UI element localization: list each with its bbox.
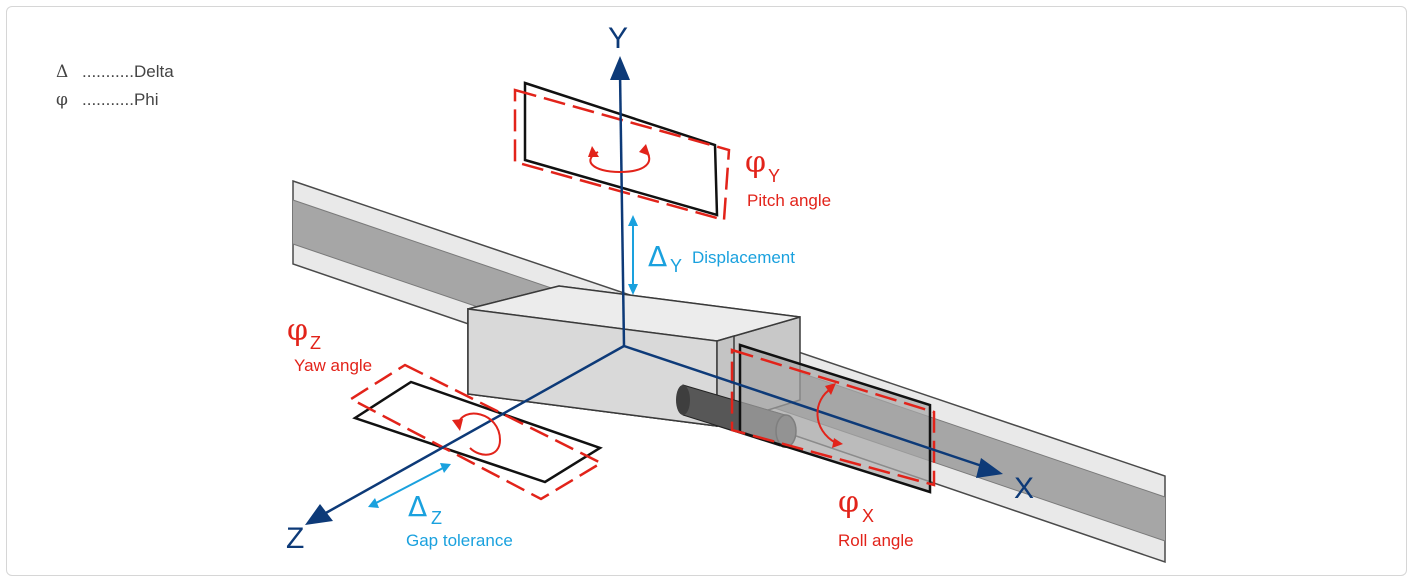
legend-symbol: Δ (56, 62, 69, 82)
roll-subscript: X (862, 506, 874, 526)
gap-symbol: Δ (408, 490, 427, 523)
pitch-label: Pitch angle (747, 191, 831, 210)
legend-name: Phi (133, 90, 159, 109)
displacement-symbol: Δ (648, 240, 667, 273)
roll-label: Roll angle (838, 531, 914, 550)
legend-dots: ........... (82, 90, 134, 109)
roll-rotation-arrow-icon (816, 383, 843, 448)
yaw-plane (348, 363, 604, 501)
z-axis-label: Z (286, 522, 304, 555)
legend-symbol: φ (56, 90, 68, 110)
legend-dots: ........... (82, 62, 134, 81)
gap-z-arrow-icon (368, 463, 451, 508)
x-axis-arrow-icon (976, 458, 1003, 478)
yaw-label: Yaw angle (294, 356, 372, 375)
displacement-y-arrow-icon (628, 215, 638, 295)
y-axis-label: Y (608, 22, 628, 55)
legend: Δ...........Delta φ...........Phi (56, 58, 174, 114)
gap-subscript: Z (431, 508, 442, 528)
diagram-frame (6, 6, 1407, 576)
pitch-rotation-arrow-icon (588, 144, 651, 174)
pitch-subscript: Y (768, 166, 780, 186)
roll-plane (730, 343, 936, 494)
displacement-label: Displacement (692, 248, 795, 267)
x-axis-line (623, 344, 986, 469)
y-axis-arrow-icon (610, 56, 630, 80)
y-axis-line (618, 71, 626, 347)
legend-row-delta: Δ...........Delta (56, 58, 174, 86)
z-axis-line (323, 344, 625, 516)
z-axis-arrow-icon (305, 504, 333, 525)
yaw-symbol: φ (287, 313, 308, 348)
yaw-rotation-arrow-icon (452, 412, 502, 456)
roll-symbol: φ (838, 485, 859, 520)
legend-name: Delta (133, 62, 174, 81)
yaw-subscript: Z (310, 333, 321, 353)
pitch-symbol: φ (745, 145, 766, 180)
legend-row-phi: φ...........Phi (56, 86, 174, 114)
x-axis-label: X (1014, 472, 1034, 505)
displacement-subscript: Y (670, 256, 682, 276)
gap-label: Gap tolerance (406, 531, 513, 550)
axes (305, 56, 1003, 525)
pitch-plane (513, 81, 731, 222)
